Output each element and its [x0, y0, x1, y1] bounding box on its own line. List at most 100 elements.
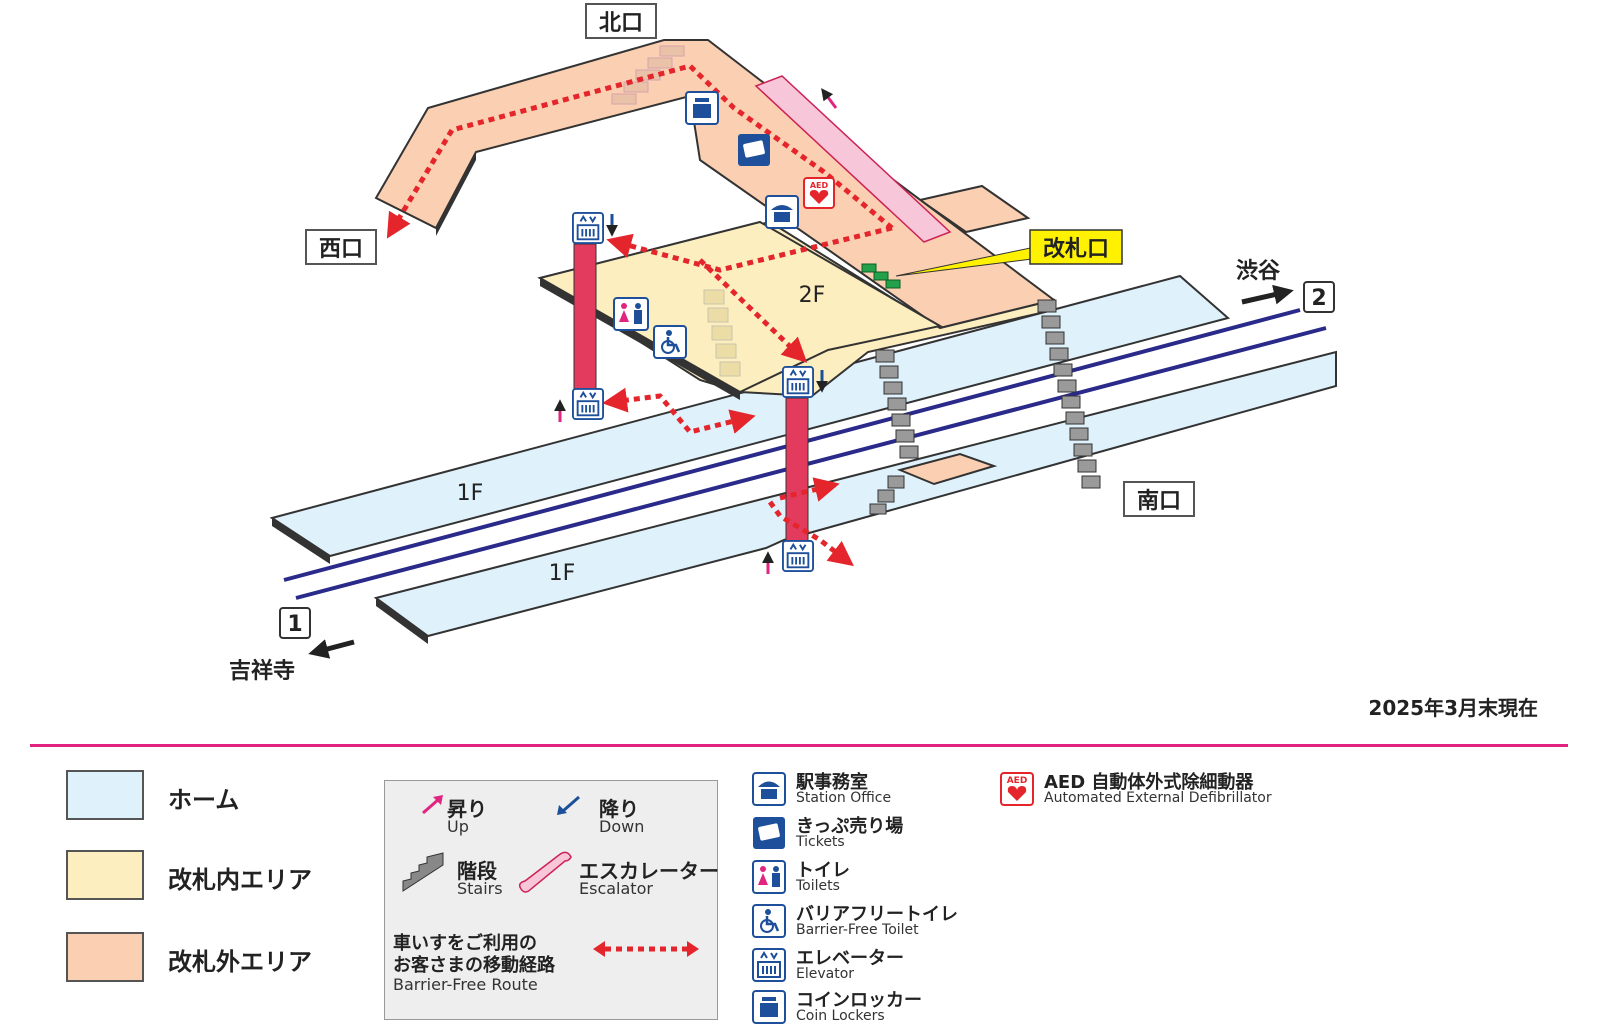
- stairs-icon: [402, 852, 444, 892]
- date-note: 2025年3月末現在: [1368, 696, 1538, 720]
- floor-label-1f-upper: 1F: [457, 481, 484, 506]
- legend-station-office: 駅事務室 Station Office: [752, 770, 982, 814]
- legend-swatch-platform: [66, 770, 144, 820]
- tickets-icon: [738, 134, 770, 166]
- route-label-en: Barrier-Free Route: [393, 975, 538, 994]
- elevator-shaft-right: [785, 397, 809, 545]
- ticket-gate-markers: [861, 263, 901, 289]
- legend-toilets: トイレ Toilets: [752, 858, 982, 902]
- svg-text:北口: 北口: [599, 11, 643, 36]
- destination-shibuya: 渋谷: [1236, 258, 1281, 284]
- escalator-label-en: Escalator: [579, 879, 653, 898]
- destination-kichijoji: 吉祥寺: [229, 658, 295, 684]
- stairs-label: 階段: [457, 859, 497, 883]
- exit-label-west: 西口: [305, 229, 377, 265]
- legend-coin-lockers: コインロッカー Coin Lockers: [752, 988, 982, 1032]
- ticket-gate-label: 改札口: [1029, 229, 1123, 265]
- tickets-label: きっぷ売り場: [796, 816, 904, 837]
- svg-text:AED: AED: [810, 181, 829, 190]
- station-office-icon: [752, 772, 786, 806]
- toilets-icon: [752, 860, 786, 894]
- legend-label-inside-gate: 改札内エリア: [168, 866, 312, 894]
- station-office-label-en: Station Office: [796, 790, 892, 806]
- legend-aed: AED AED 自動体外式除細動器 Automated External Def…: [1000, 770, 1320, 814]
- arrow-right-icon: [1241, 284, 1294, 305]
- exit-label-north: 北口: [585, 3, 657, 39]
- svg-text:1: 1: [287, 612, 302, 637]
- tickets-icon: [753, 817, 785, 849]
- platform-number-1: 1: [279, 607, 311, 639]
- divider-line: [30, 744, 1568, 747]
- outside-gate-area-north-edge: [436, 152, 476, 236]
- station-office-icon: [765, 195, 799, 229]
- route-label-line2: お客さまの移動経路: [393, 955, 555, 976]
- aed-label: AED 自動体外式除細動器: [1044, 772, 1254, 793]
- tickets-label-en: Tickets: [796, 834, 845, 850]
- elevator-icon: [572, 212, 604, 244]
- barrier-free-toilet-icon: [752, 904, 786, 938]
- route-label-line1: 車いすをご利用の: [393, 933, 537, 954]
- barrier-free-toilet-label-en: Barrier-Free Toilet: [796, 922, 919, 938]
- svg-text:南口: 南口: [1137, 489, 1181, 514]
- toilets-label-en: Toilets: [796, 878, 840, 894]
- elevator-icon: [782, 540, 814, 572]
- up-arrow-icon: [422, 795, 443, 815]
- legend-elevator: エレベーター Elevator: [752, 946, 982, 990]
- coin-lockers-icon: [752, 990, 786, 1024]
- svg-text:2: 2: [1311, 286, 1326, 311]
- floor-label-2f: 2F: [799, 283, 826, 308]
- up-label-en: Up: [447, 817, 469, 836]
- platform-number-2: 2: [1303, 281, 1335, 313]
- aed-icon: AED: [803, 177, 835, 209]
- arrow-left-icon: [308, 639, 355, 659]
- aed-icon: AED: [1000, 772, 1034, 806]
- outside-gate-area-platform: [896, 452, 998, 486]
- elevator-icon: [782, 366, 814, 398]
- station-office-label: 駅事務室: [796, 772, 868, 793]
- platform-1f-lower-edge: [376, 598, 428, 644]
- coin-lockers-label: コインロッカー: [796, 990, 922, 1011]
- down-label: 降り: [599, 797, 639, 821]
- elevator-label-en: Elevator: [796, 966, 855, 982]
- elevator-icon: [752, 948, 786, 982]
- down-arrow-icon: [557, 795, 580, 815]
- platform-1f-upper-edge: [272, 518, 330, 564]
- legend-tickets: きっぷ売り場 Tickets: [752, 814, 982, 858]
- down-label-en: Down: [599, 817, 645, 836]
- svg-text:AED: AED: [1007, 776, 1028, 786]
- barrier-free-route-icon: [593, 941, 699, 957]
- stairs-right-a: [1037, 299, 1101, 489]
- legend-label-outside-gate: 改札外エリア: [168, 948, 312, 976]
- route-legend-box: 昇り Up 降り Down 階段 Stairs エスカレーター Escalato…: [384, 780, 719, 1020]
- stairs-right-b: [869, 349, 919, 515]
- barrier-free-toilet-icon: [653, 325, 687, 359]
- up-label: 昇り: [447, 797, 487, 821]
- legend-label-platform: ホーム: [168, 786, 240, 814]
- floor-label-1f-lower: 1F: [549, 561, 576, 586]
- legend-swatch-outside-gate: [66, 932, 144, 982]
- track-line-lower: [295, 326, 1327, 600]
- escalator-label: エスカレーター: [579, 859, 719, 883]
- toilets-icon: [613, 297, 649, 331]
- exit-label-south: 南口: [1123, 481, 1195, 517]
- toilets-label: トイレ: [796, 860, 850, 881]
- legend-swatch-inside-gate: [66, 850, 144, 900]
- inside-gate-area-2f-main: [537, 220, 943, 394]
- barrier-free-toilet-label: バリアフリートイレ: [796, 904, 958, 925]
- elevator-label: エレベーター: [796, 948, 904, 969]
- outside-gate-area-south: [917, 184, 1031, 234]
- legend-barrier-free-toilet: バリアフリートイレ Barrier-Free Toilet: [752, 902, 982, 946]
- svg-text:西口: 西口: [319, 237, 363, 262]
- stairs-label-en: Stairs: [457, 879, 503, 898]
- escalator-ramp: [754, 75, 952, 243]
- station-map: AED 2F 1F 1F 北口 西口 南口 改札口 渋谷: [229, 3, 1337, 684]
- aed-label-en: Automated External Defibrillator: [1044, 790, 1272, 806]
- svg-text:改札口: 改札口: [1043, 236, 1109, 262]
- escalator-icon: [518, 851, 572, 893]
- coin-lockers-icon: [685, 91, 719, 125]
- escalator-arrow: [821, 88, 838, 109]
- barrier-free-route: [386, 63, 894, 567]
- stairs-2f: [703, 289, 741, 377]
- elevator-shaft-left: [573, 243, 597, 391]
- elevator-icon: [572, 388, 604, 420]
